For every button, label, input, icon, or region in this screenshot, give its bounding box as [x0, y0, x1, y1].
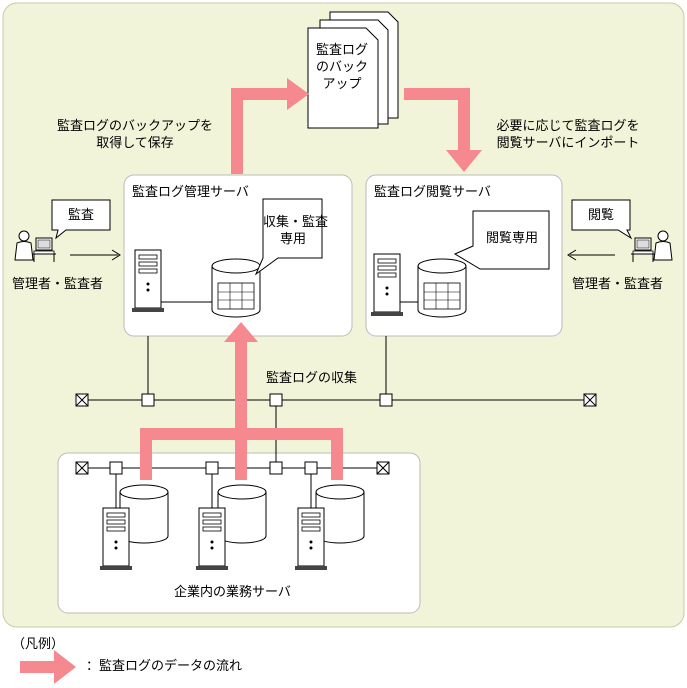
- backup-doc-label: 監査ログ のバック アップ: [315, 43, 368, 92]
- network-connector: [141, 393, 155, 407]
- network-terminator: [75, 461, 89, 475]
- viewer-server-title: 監査ログ閲覧サーバ: [374, 185, 491, 200]
- left-actor-bubble-text: 監査: [67, 208, 94, 223]
- legend-heading: （凡例）: [12, 637, 65, 652]
- network-connector: [379, 393, 393, 407]
- viewer-callout-text: 閲覧専用: [485, 231, 538, 246]
- management-server-icon: [131, 249, 165, 313]
- business-server-icon: [294, 507, 328, 571]
- viewer-callout: [453, 210, 550, 270]
- management-callout-text: 収集・監査 専用: [263, 215, 329, 247]
- business-server-icon: [195, 507, 229, 571]
- network-connector: [304, 461, 318, 475]
- management-callout: [254, 198, 323, 276]
- right-actor-label: 管理者・監査者: [572, 277, 664, 292]
- data-flow-arrows: [20, 78, 482, 684]
- network-connector: [109, 461, 123, 475]
- left-actor-bubble: [51, 199, 111, 240]
- right-actor-bubble-text: 閲覧: [587, 208, 614, 223]
- legend-item: ：監査ログのデータの流れ: [86, 659, 243, 674]
- backup-document-icon: [307, 11, 399, 129]
- access-arrows: [70, 249, 615, 261]
- business-server-icon: [99, 507, 133, 571]
- right-actor-bubble: [571, 199, 633, 240]
- network-terminator: [75, 393, 89, 407]
- network-terminator: [583, 393, 597, 407]
- viewer-storage-icon: [417, 258, 467, 318]
- backup-note: 監査ログのバックアップを 取得して保存: [56, 119, 213, 151]
- network-connector: [269, 461, 283, 475]
- viewer-server-icon: [370, 253, 404, 317]
- business-servers-label: 企業内の業務サーバ: [174, 585, 291, 600]
- network-terminator: [376, 461, 390, 475]
- import-note: 必要に応じて監査ログを 閲覧サーバにインポート: [496, 119, 640, 151]
- management-server-title: 監査ログ管理サーバ: [132, 185, 249, 200]
- network-label: 監査ログの収集: [266, 371, 358, 386]
- left-actor-label: 管理者・監査者: [12, 277, 104, 292]
- network-connector: [269, 393, 283, 407]
- network-connector: [205, 461, 219, 475]
- management-storage-icon: [211, 258, 261, 318]
